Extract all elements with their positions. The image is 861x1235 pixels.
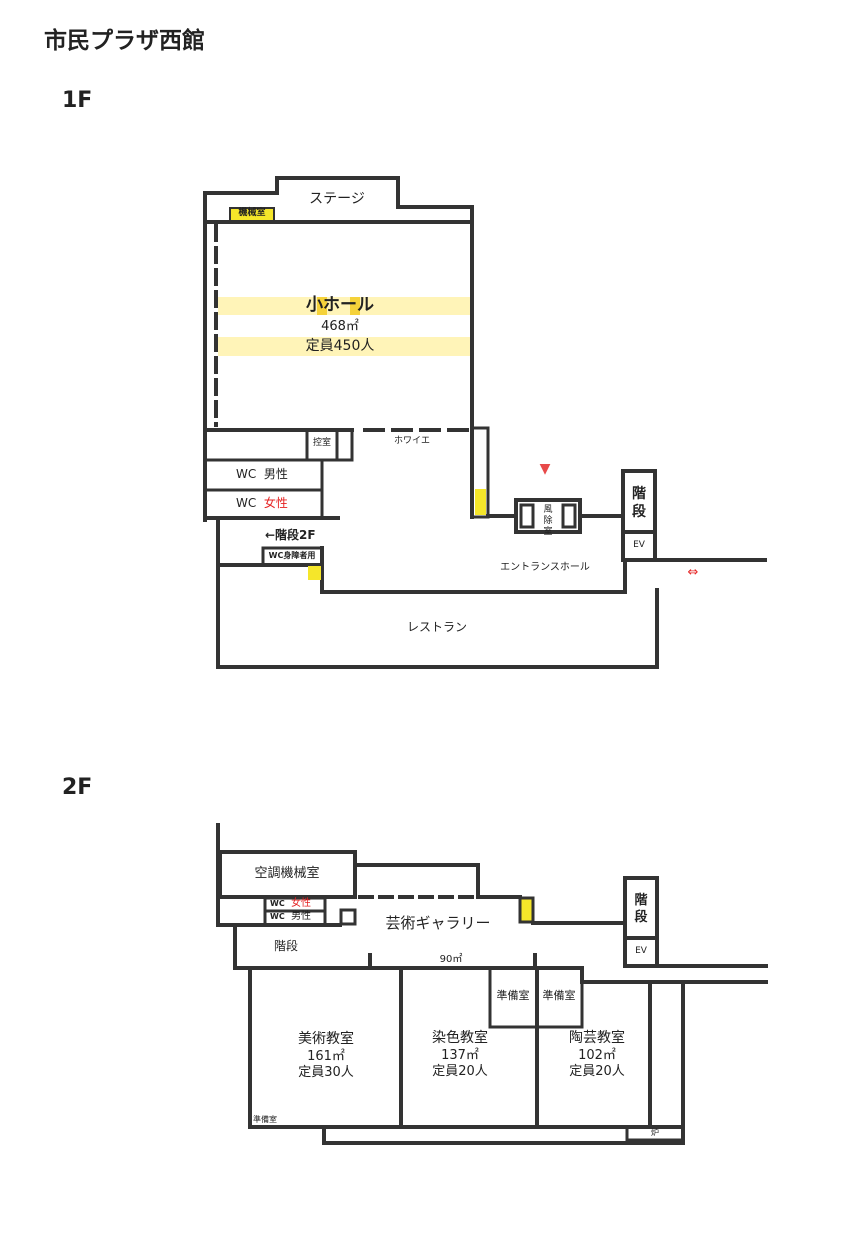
small-hall-name: 小ホール — [306, 295, 374, 315]
highlight-band — [218, 337, 470, 356]
art-class: 美術教室 161㎡ 定員30人 — [298, 1031, 354, 1081]
art-class-capacity: 定員30人 — [298, 1064, 354, 1080]
wc-prefix: WC — [236, 496, 257, 510]
wc-women-label: 女性 — [291, 898, 312, 909]
wc-women-label: 女性 — [263, 496, 288, 510]
wc-prefix: WC — [270, 899, 285, 908]
ev-label-1f: EV — [633, 540, 645, 550]
art-class-name: 美術教室 — [298, 1031, 354, 1047]
wc-women-2f: WC 女性 — [270, 899, 311, 909]
passage-icon: ⇔ — [687, 565, 699, 580]
small-hall-capacity: 定員450人 — [305, 338, 375, 354]
highlight-mark — [317, 297, 327, 315]
wc-men-2f: WC 男性 — [270, 912, 311, 922]
stairs-label-2f: 階段 — [634, 893, 648, 925]
small-hall-area: 468㎡ — [321, 319, 359, 334]
wc-accessible-label: WC身障者用 — [268, 551, 316, 560]
dyeing-class: 染色教室 137㎡ 定員20人 — [432, 1030, 488, 1080]
ev-label-2f: EV — [635, 946, 647, 956]
dyeing-class-name: 染色教室 — [432, 1030, 488, 1046]
stairs-left-label-2f: 階段 — [274, 939, 299, 953]
prep-room-small-label: 準備室 — [253, 1115, 277, 1124]
highlight-band — [218, 297, 470, 315]
ceramics-class-name: 陶芸教室 — [569, 1030, 625, 1046]
wc-prefix: WC — [270, 912, 285, 921]
hvac-room-label: 空調機械室 — [254, 866, 320, 881]
page-title: 市民プラザ西館 — [44, 28, 205, 54]
highlight-mark — [350, 297, 360, 315]
ceramics-class-area: 102㎡ — [578, 1047, 616, 1063]
wc-men-label: 男性 — [291, 911, 312, 922]
floor-label-1f: 1F — [62, 88, 93, 113]
floor1-walls — [203, 176, 767, 669]
windbreak-label: 風除室 — [543, 505, 553, 537]
stairs-label-1f: 階段 — [632, 486, 646, 521]
gallery-area: 90㎡ — [439, 954, 463, 965]
restaurant-label: レストラン — [406, 620, 468, 634]
yellow-marker — [308, 566, 321, 580]
prep-room-2-label: 準備室 — [542, 989, 576, 1002]
stairs-2f-label: ←階段2F — [265, 528, 316, 542]
floor2-walls — [216, 823, 768, 1145]
foyer-label: ホワイエ — [394, 436, 430, 446]
entrance-marker-icon: ▼ — [539, 461, 551, 477]
floor-label-2f: 2F — [62, 775, 93, 800]
machine-room-box — [229, 207, 275, 222]
dyeing-class-capacity: 定員20人 — [432, 1063, 488, 1079]
kiln-label: 炉 — [651, 1128, 659, 1137]
entrance-hall-label: エントランスホール — [500, 562, 590, 573]
ceramics-class-capacity: 定員20人 — [569, 1063, 625, 1079]
wc-prefix: WC — [236, 467, 257, 481]
machine-room-label: 機械室 — [238, 208, 266, 218]
dyeing-class-area: 137㎡ — [441, 1047, 479, 1063]
wc-women-1f: WC 女性 — [236, 497, 288, 509]
yellow-marker — [475, 489, 486, 515]
prep-room-1-label: 準備室 — [496, 989, 530, 1002]
stage-label: ステージ — [309, 191, 365, 207]
yellow-marker — [518, 896, 535, 924]
wc-men-1f: WC 男性 — [236, 468, 288, 480]
art-class-area: 161㎡ — [307, 1048, 345, 1064]
waiting-room-label: 控室 — [312, 438, 332, 448]
ceramics-class: 陶芸教室 102㎡ 定員20人 — [569, 1030, 625, 1080]
gallery-name: 芸術ギャラリー — [385, 914, 491, 932]
wc-men-label: 男性 — [263, 467, 288, 481]
